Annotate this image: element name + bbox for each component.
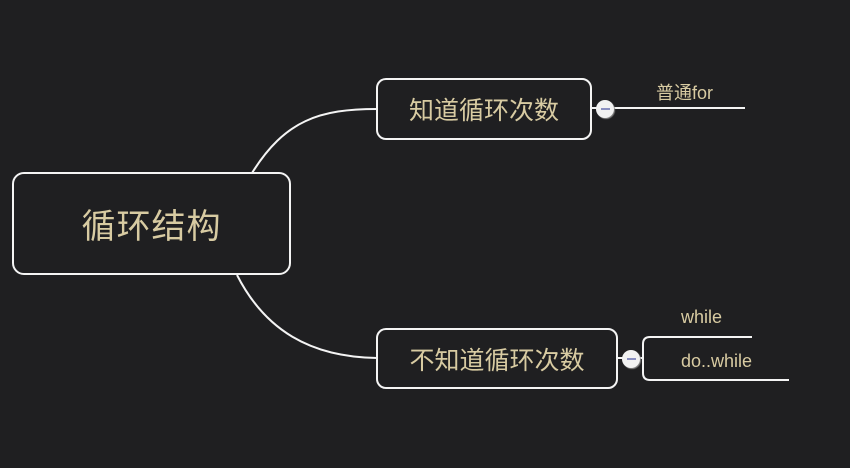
subtopic-for[interactable]: 普通for: [656, 83, 714, 103]
minus-icon: [626, 358, 636, 360]
minus-icon: [600, 108, 610, 110]
root-topic[interactable]: 循环结构: [12, 172, 291, 275]
subtopic-while[interactable]: while: [681, 307, 723, 327]
connector-root-to-branch-1: [251, 108, 378, 174]
branch-topic-label: 不知道循环次数: [409, 345, 585, 375]
root-topic-label: 循环结构: [81, 207, 222, 247]
collapse-button-branch-2[interactable]: [622, 350, 640, 368]
branch-topic-unknown-count[interactable]: 不知道循环次数: [376, 328, 618, 389]
connector-root-to-branch-2: [236, 274, 378, 359]
bracket-branch-2-children: [642, 336, 789, 381]
subtopic-do-while[interactable]: do..while: [681, 351, 753, 371]
branch-topic-label: 知道循环次数: [408, 96, 559, 125]
collapse-button-branch-1[interactable]: [596, 100, 614, 118]
branch-topic-known-count[interactable]: 知道循环次数: [376, 78, 592, 140]
